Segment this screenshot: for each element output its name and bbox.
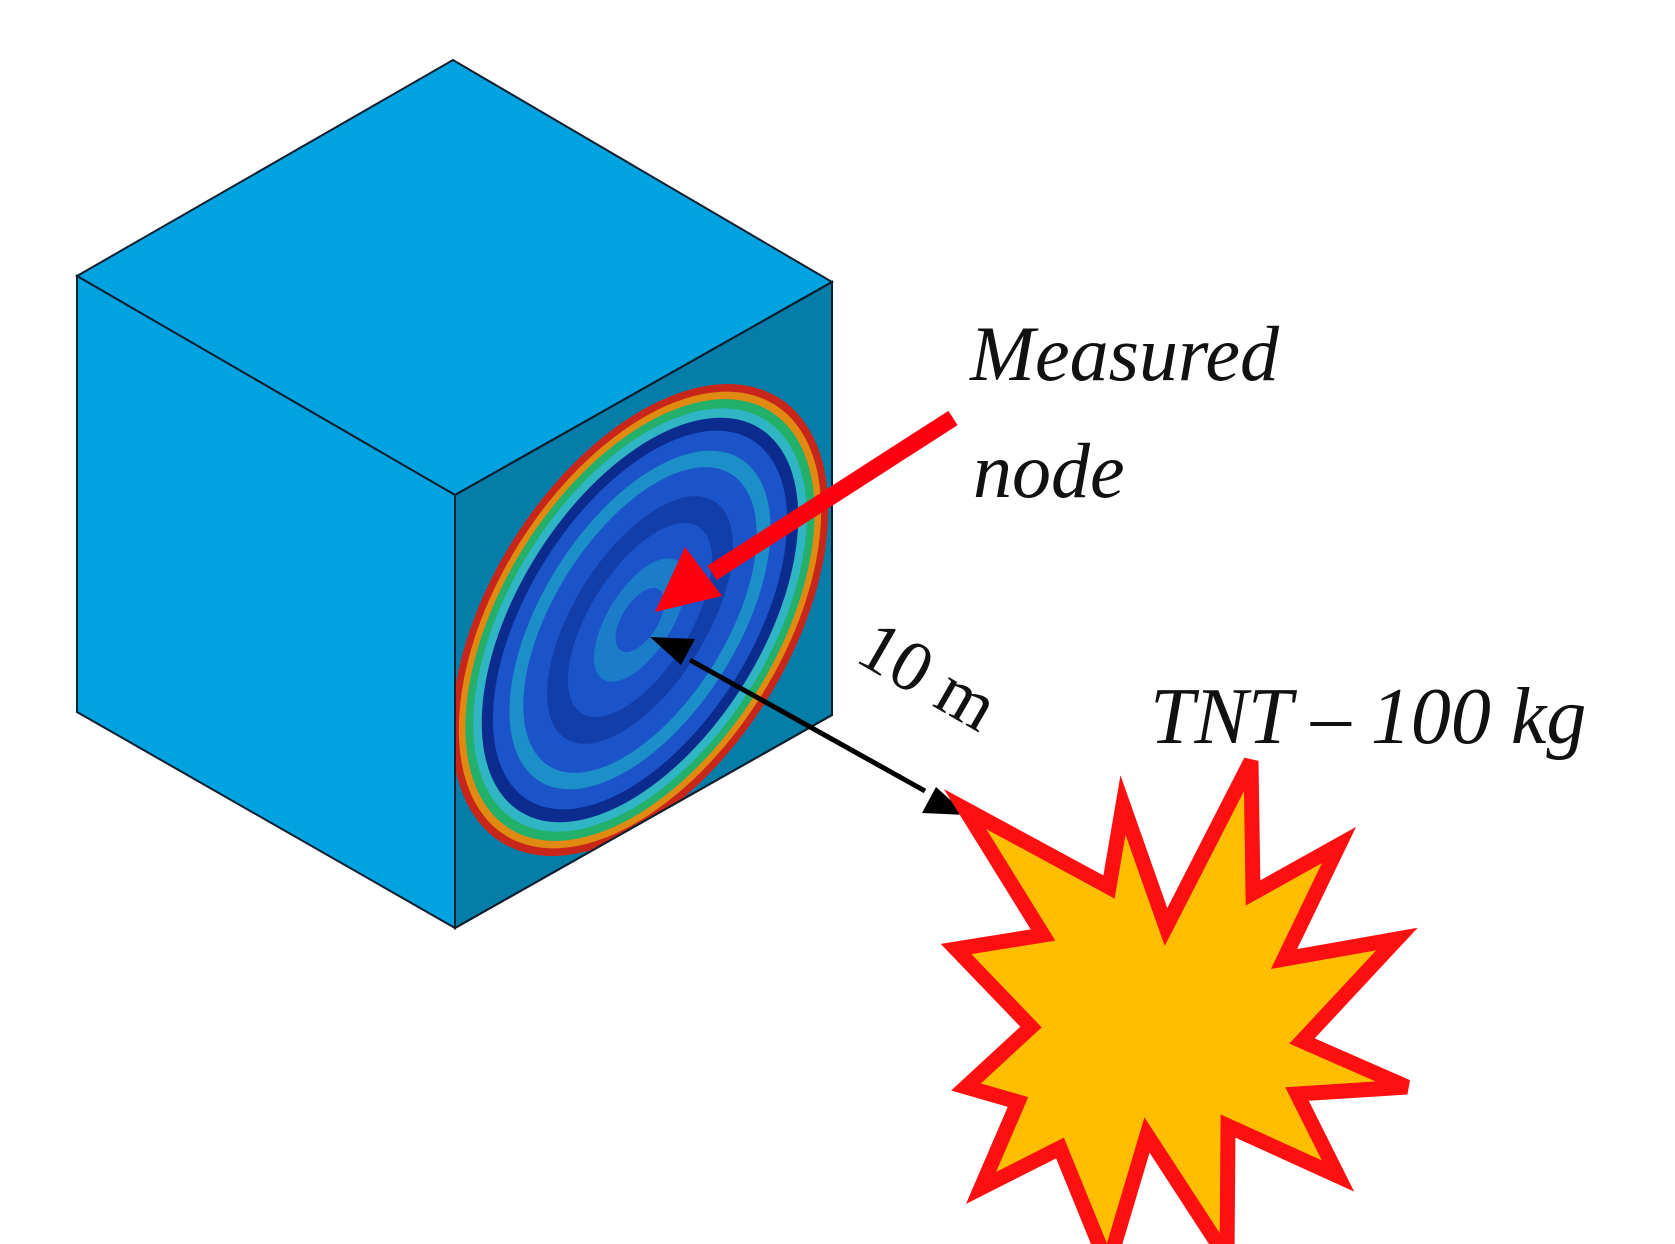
measured-node-label-line2: node bbox=[973, 427, 1125, 514]
charge-label: TNT – 100 kg bbox=[1150, 673, 1586, 761]
explosion-burst-icon bbox=[940, 757, 1418, 1244]
distance-label: 10 m bbox=[845, 605, 1011, 747]
pressure-contour bbox=[455, 384, 829, 856]
measured-node-label-line1: Measured bbox=[969, 310, 1280, 397]
measured-node-arrow bbox=[655, 410, 958, 612]
cube-model bbox=[74, 58, 835, 930]
